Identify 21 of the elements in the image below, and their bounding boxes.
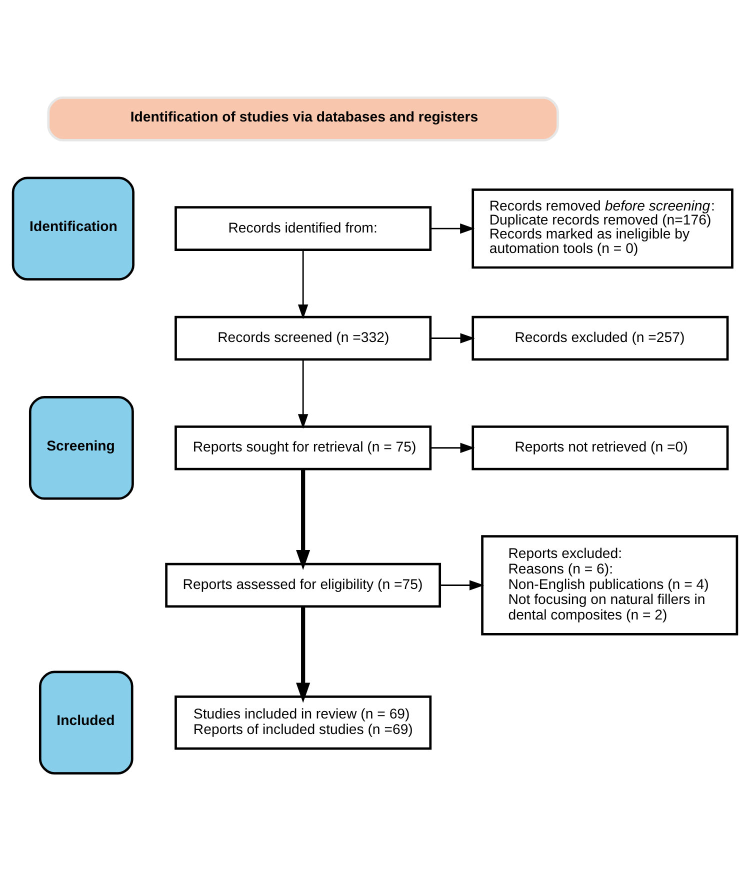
arrow bbox=[298, 250, 308, 320]
node-box: Reports assessed for eligibility (n =75) bbox=[165, 562, 442, 608]
node-box: Identification of studies via databases and registers bbox=[47, 96, 559, 142]
node-box: Records identified from: bbox=[174, 206, 432, 251]
node-box: Reports sought for retrieval (n = 75) bbox=[174, 425, 432, 470]
arrow bbox=[296, 606, 310, 703]
arrow bbox=[296, 470, 310, 570]
arrow bbox=[430, 333, 475, 344]
node-box: Identification bbox=[12, 176, 134, 280]
node-box: Records screened (n =332) bbox=[174, 316, 432, 361]
arrow bbox=[298, 360, 308, 429]
node-box: Records removed before screening: Duplicate records removed (n=176) Records marked as ineligible by automation tools (n = 0) bbox=[472, 188, 734, 269]
node-box: Records excluded (n =257) bbox=[472, 316, 729, 361]
arrow bbox=[430, 442, 475, 453]
node-box: Reports not retrieved (n =0) bbox=[472, 425, 729, 470]
arrow bbox=[440, 580, 484, 590]
node-box: Reports excluded: Reasons (n = 6): Non-English publications (n = 4) Not focusing on natural fillers in dental composites (n = 2) bbox=[481, 535, 738, 636]
node-box: Studies included in review (n = 69) Reports of included studies (n =69) bbox=[174, 695, 432, 750]
node-box: Included bbox=[38, 670, 134, 774]
arrow bbox=[430, 223, 475, 234]
node-box: Screening bbox=[28, 396, 134, 500]
